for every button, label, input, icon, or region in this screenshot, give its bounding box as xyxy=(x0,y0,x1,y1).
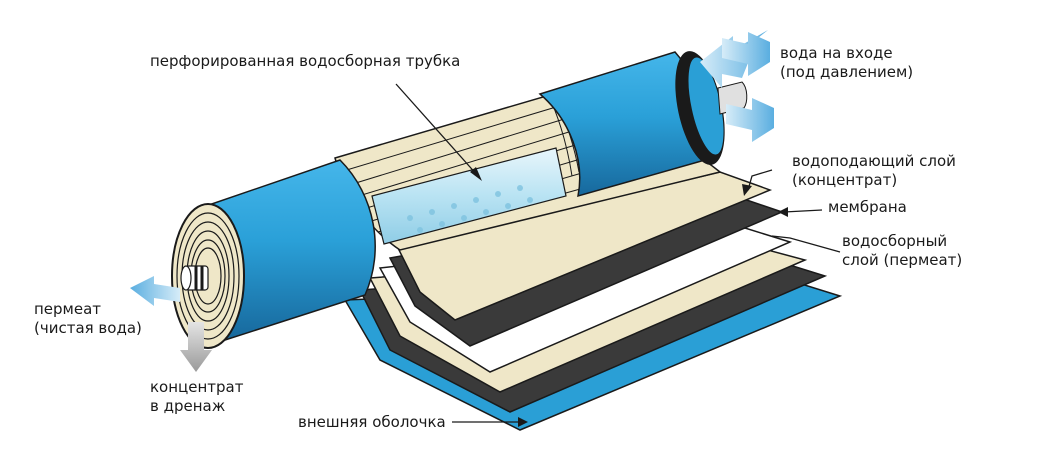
right-end-cap xyxy=(538,51,748,198)
inlet-label-line1: вода на входе xyxy=(780,44,893,62)
feed-leader xyxy=(747,169,773,191)
perforated-tube xyxy=(371,147,567,245)
feed-label-line2: (концентрат) xyxy=(792,171,898,189)
shell-label: внешняя оболочка xyxy=(298,413,446,431)
permeate-label-line1: пермеат xyxy=(34,300,102,318)
membrane-label: мембрана xyxy=(828,198,907,216)
leader-lines xyxy=(395,83,841,427)
inlet-arrow-bottom xyxy=(726,98,774,142)
permeate-layer-label-line2: слой (пермеат) xyxy=(842,251,963,269)
concentrate-label-line2: в дренаж xyxy=(150,397,226,415)
permeate-layer-label-line1: водосборный xyxy=(842,232,948,250)
inlet-arrow-top-shape xyxy=(722,32,770,76)
tube-leader xyxy=(395,83,479,177)
spiral-end-face xyxy=(171,203,245,349)
permeate-arrow xyxy=(130,276,180,306)
membrane-leader xyxy=(783,209,823,213)
permeate-label-line2: (чистая вода) xyxy=(34,319,142,337)
feed-label-line1: водоподающий слой xyxy=(792,152,956,170)
permeate-layer-leader xyxy=(771,235,841,253)
tube-label: перфорированная водосборная трубка xyxy=(150,52,461,70)
concentrate-arrow xyxy=(180,322,212,372)
inlet-label-line2: (под давлением) xyxy=(780,63,914,81)
concentrate-label-line1: концентрат xyxy=(150,378,244,396)
